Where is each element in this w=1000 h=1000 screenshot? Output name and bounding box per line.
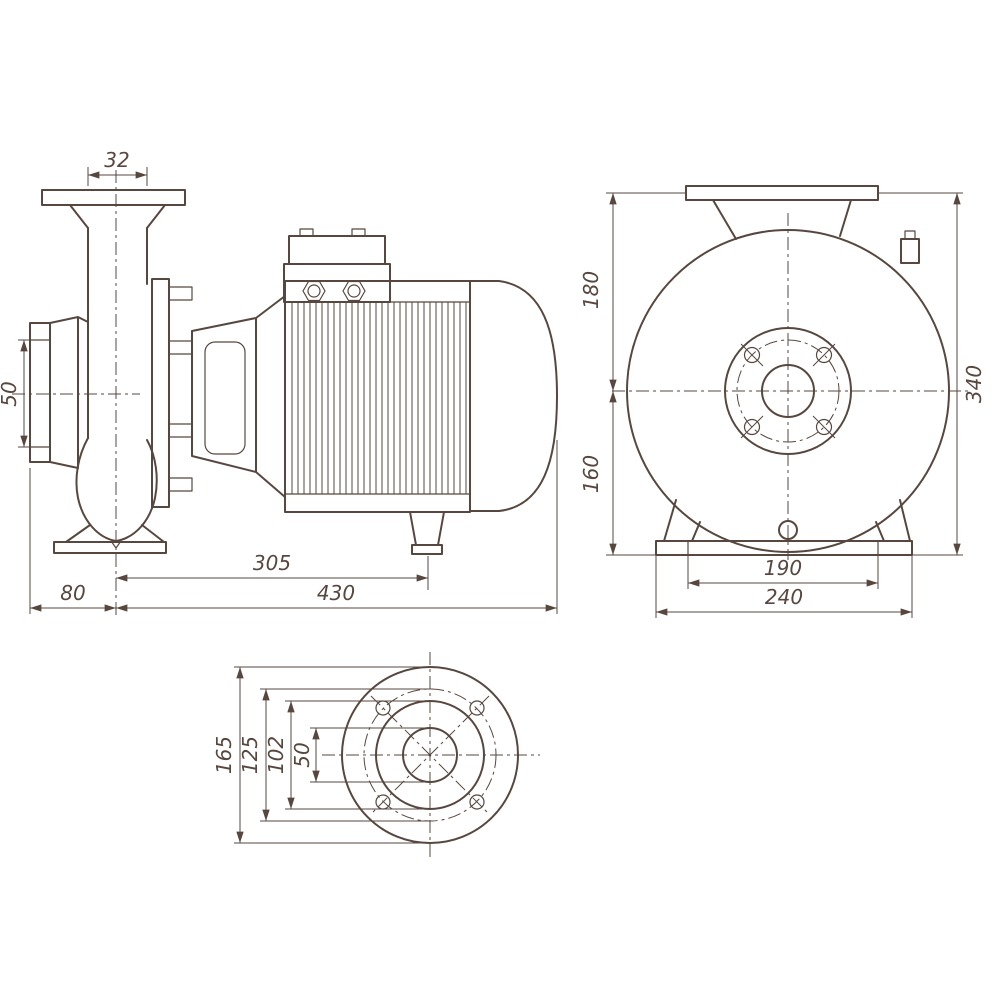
bracket-window [204, 341, 246, 455]
cable-gland [347, 284, 361, 298]
cable-gland [307, 284, 321, 298]
extension-lines-bottom [29, 440, 558, 614]
suction-cone [49, 316, 89, 469]
pump-base-plate [53, 541, 167, 554]
front-base-plate [655, 540, 913, 556]
casing-cover [151, 278, 170, 508]
dim-label-50-bore: 50 [290, 742, 314, 767]
dim-label-165: 165 [212, 736, 236, 774]
flange-neck [712, 199, 852, 240]
dim-label-160: 160 [579, 455, 603, 493]
vent-plug [900, 238, 920, 264]
front-view-centerlines [612, 213, 968, 560]
dim-label-50: 50 [0, 381, 21, 406]
flange-centerlines [322, 652, 540, 858]
cover-bolt [168, 340, 193, 355]
dim-label-125: 125 [238, 736, 262, 774]
motor-outline [283, 228, 558, 555]
terminal-box [283, 263, 391, 303]
extension-lines-240 [655, 556, 913, 618]
motor-end-cap [469, 280, 558, 512]
bolt-hole [469, 794, 485, 810]
top-flange [685, 185, 879, 201]
discharge-flange [41, 189, 186, 206]
cable-gland-hex [342, 280, 366, 302]
terminal-box-lid [288, 235, 386, 265]
cover-bolt [168, 423, 193, 438]
flange-outline [322, 652, 540, 858]
dim-label-32: 32 [104, 148, 129, 172]
vent-plug-cap [904, 230, 916, 240]
dim-label-430: 430 [317, 581, 355, 605]
motor-frame [284, 280, 471, 513]
bolt-hole [743, 346, 761, 364]
bolt-hole [815, 346, 833, 364]
cooling-fins [291, 302, 467, 494]
motor-foot-pad [411, 544, 443, 555]
lid-screw [351, 228, 366, 237]
front-view: 180 160 340 190 240 [579, 185, 986, 618]
discharge-neck [69, 204, 166, 229]
extension-lines-flange [234, 666, 433, 844]
dim-label-190: 190 [764, 556, 802, 580]
support-legs [663, 499, 911, 542]
dim-label-340: 340 [962, 365, 986, 403]
dim-label-305: 305 [253, 551, 291, 575]
cover-bolt [168, 286, 193, 301]
side-view-dimensions: 32 50 305 80 430 [0, 148, 558, 614]
bolt-hole-ticks [740, 343, 836, 439]
cover-bolt [168, 477, 193, 492]
dim-label-180: 180 [579, 271, 603, 309]
dim-label-102: 102 [264, 736, 288, 774]
pump-outline [29, 189, 286, 554]
pump-foot-gussets [65, 524, 165, 543]
suction-bore-lines [30, 339, 50, 448]
base-hole-marks [687, 541, 879, 555]
side-view: 32 50 305 80 430 [0, 148, 558, 618]
bearing-bracket [191, 295, 286, 498]
dim-label-240: 240 [765, 585, 803, 609]
bolt-hole [469, 700, 485, 716]
motor-foot [409, 511, 445, 546]
discharge-pipe [87, 227, 148, 439]
bolt-hole [743, 418, 761, 436]
flange-view: 165 125 102 50 [212, 652, 540, 858]
dim-label-80: 80 [60, 581, 85, 605]
suction-flange [29, 322, 51, 463]
cable-gland-hex [302, 280, 326, 302]
extension-lines-front [606, 192, 963, 556]
side-view-centerlines [12, 170, 140, 618]
flange-view-dimensions: 165 125 102 50 [212, 666, 433, 844]
bolt-hole [815, 418, 833, 436]
front-view-dimensions: 180 160 340 190 240 [579, 192, 986, 618]
lid-screw [299, 228, 314, 237]
